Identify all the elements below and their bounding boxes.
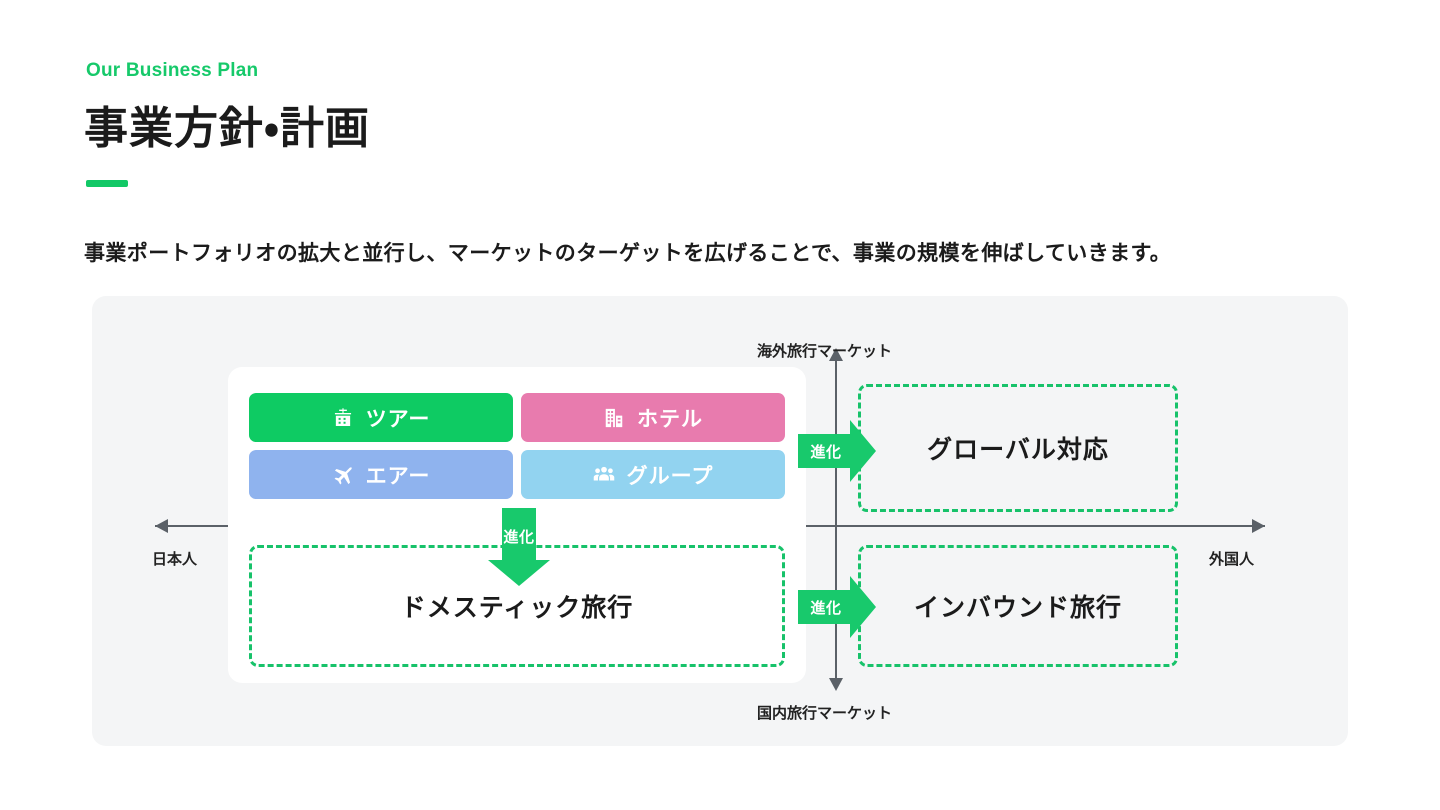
outcome-box-inbound[interactable]: インバウンド旅行 <box>858 545 1178 667</box>
outcome-box-global[interactable]: グローバル対応 <box>858 384 1178 512</box>
evolution-arrow-right-top: 進化 <box>798 420 876 482</box>
evolution-arrow-label-wrap: 進化 <box>502 508 536 560</box>
people-icon <box>593 464 615 486</box>
axis-arrow-down-icon <box>829 678 843 691</box>
title-underline-rule <box>86 180 128 187</box>
evolution-arrow-label: 進化 <box>798 590 850 624</box>
page-title: 事業方針・計画 <box>84 104 370 153</box>
service-tile-label: グループ <box>626 464 714 488</box>
outcome-box-label: ドメスティック旅行 <box>400 594 634 622</box>
axis-label-right: 外国人 <box>1209 551 1255 568</box>
evolution-arrow-right-bottom: 進化 <box>798 576 876 638</box>
axis-arrow-up-icon <box>829 348 843 361</box>
axis-label-left: 日本人 <box>152 551 198 568</box>
service-tile-group[interactable]: グループ <box>521 450 785 499</box>
lead-paragraph: 事業ポートフォリオの拡大と並行し、マーケットのターゲットを広げることで、事業の規… <box>84 242 1172 265</box>
axis-arrow-left-icon <box>155 519 168 533</box>
service-tile-air[interactable]: エアー <box>249 450 513 499</box>
arrow-head-icon <box>850 420 876 482</box>
service-tile-hotel[interactable]: ホテル <box>521 393 785 442</box>
axis-arrow-right-icon <box>1252 519 1265 533</box>
service-tile-label: ホテル <box>637 407 703 431</box>
service-tile-label: ツアー <box>365 407 431 431</box>
outcome-box-label: グローバル対応 <box>927 436 1109 464</box>
arrow-head-icon <box>850 576 876 638</box>
service-tile-label: エアー <box>365 464 431 488</box>
evolution-arrow-label: 進化 <box>503 528 535 546</box>
evolution-arrow-down: 進化 <box>488 508 550 586</box>
hotel-icon <box>603 407 625 429</box>
service-tile-group: ツアー ホテル エアー <box>249 393 785 499</box>
axis-label-top: 海外旅行マーケット <box>757 343 893 360</box>
vertical-axis-line <box>835 356 837 680</box>
service-tile-tour[interactable]: ツアー <box>249 393 513 442</box>
eyebrow-label: Our Business Plan <box>86 60 259 81</box>
evolution-arrow-label: 進化 <box>798 434 850 468</box>
airplane-icon <box>332 464 354 486</box>
landmark-icon <box>332 407 354 429</box>
arrow-head-icon <box>488 560 550 586</box>
axis-label-bottom: 国内旅行マーケット <box>757 705 893 722</box>
outcome-box-label: インバウンド旅行 <box>913 594 1122 622</box>
